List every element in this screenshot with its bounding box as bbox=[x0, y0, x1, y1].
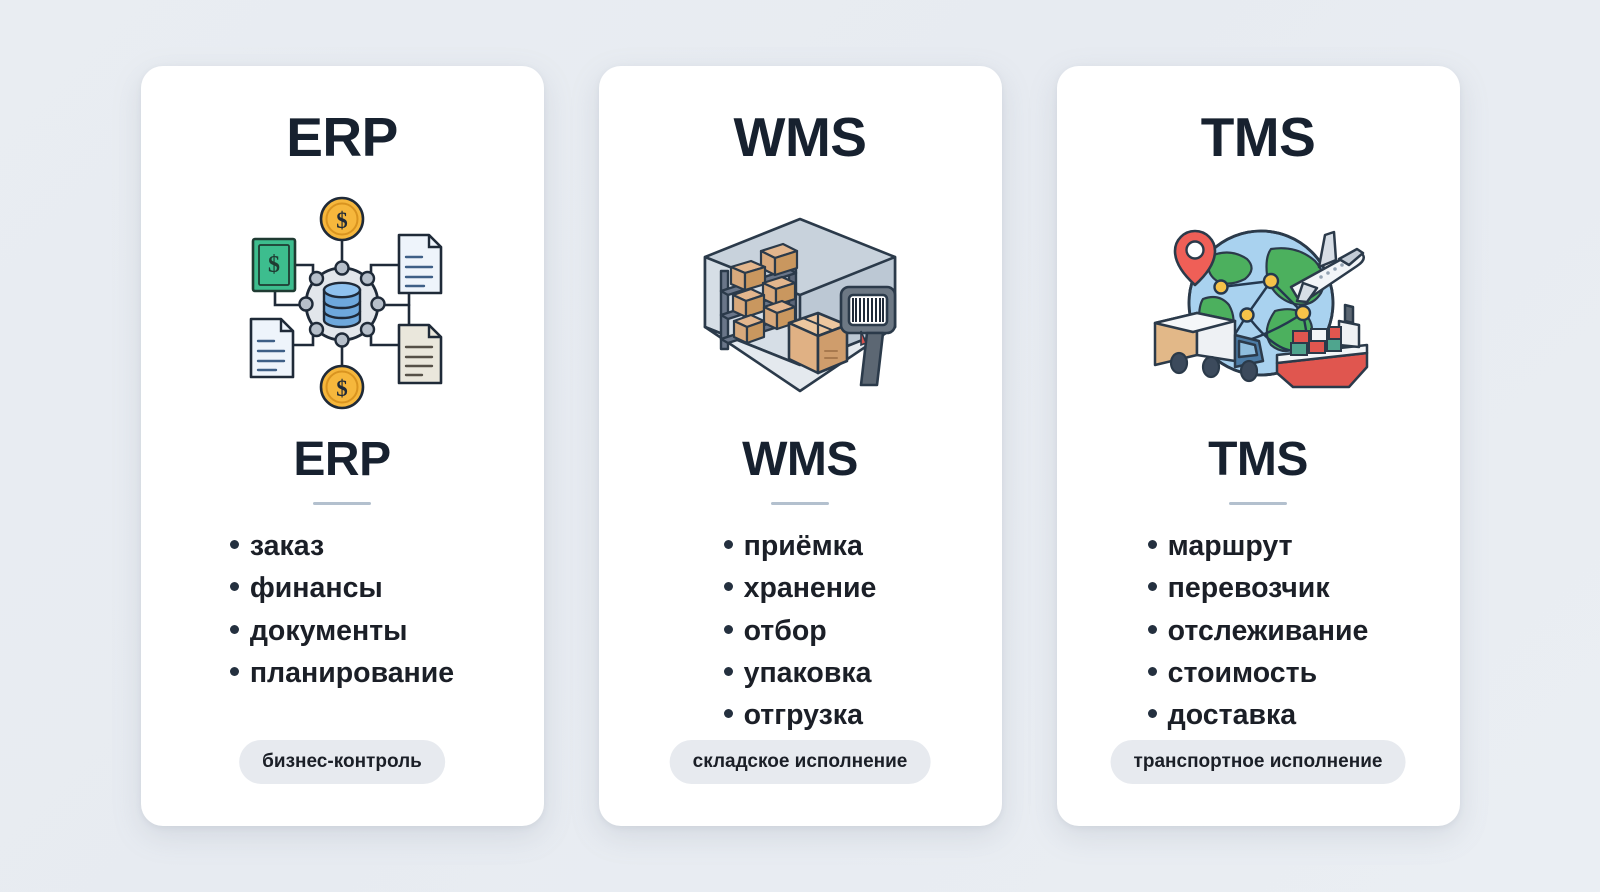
bullet-icon bbox=[723, 582, 733, 592]
bullet-icon bbox=[229, 624, 239, 634]
list-item: стоимость bbox=[1147, 654, 1369, 693]
list-item: планирование bbox=[229, 654, 455, 693]
card-erp[interactable]: ERP bbox=[140, 66, 544, 826]
feature-list-tms: маршрут перевозчик отслеживание стоимост… bbox=[1147, 527, 1369, 736]
status-badge-wms: складское исполнение bbox=[669, 740, 931, 784]
feature-label: упаковка bbox=[743, 656, 872, 689]
card-top-title-erp: ERP bbox=[286, 106, 398, 168]
list-item: доставка bbox=[1147, 696, 1369, 735]
wms-warehouse-scanner-icon bbox=[685, 195, 915, 410]
list-item: отбор bbox=[723, 612, 877, 651]
list-item: хранение bbox=[723, 569, 877, 608]
feature-label: отбор bbox=[743, 614, 827, 647]
list-item: отслеживание bbox=[1147, 612, 1369, 651]
feature-label: отслеживание bbox=[1167, 614, 1369, 647]
bullet-icon bbox=[723, 666, 733, 676]
status-badge-erp: бизнес-контроль bbox=[239, 740, 445, 784]
feature-label: доставка bbox=[1167, 699, 1297, 732]
card-top-title-wms: WMS bbox=[733, 106, 867, 168]
svg-text:$: $ bbox=[336, 376, 348, 401]
bullet-icon bbox=[229, 540, 239, 549]
heading-divider bbox=[1229, 502, 1287, 505]
bullet-icon bbox=[723, 540, 733, 549]
bullet-icon bbox=[1147, 709, 1157, 719]
heading-divider bbox=[313, 502, 371, 505]
feature-label: отгрузка bbox=[743, 699, 863, 732]
svg-text:$: $ bbox=[268, 252, 280, 278]
heading-divider bbox=[771, 502, 829, 505]
card-heading-wms: WMS bbox=[742, 433, 858, 486]
bullet-icon bbox=[723, 709, 733, 719]
list-item: документы bbox=[229, 612, 454, 651]
bullet-icon bbox=[1147, 666, 1157, 676]
feature-label: финансы bbox=[249, 572, 383, 605]
feature-label: документы bbox=[249, 614, 408, 647]
feature-label: маршрут bbox=[1167, 530, 1293, 562]
bullet-icon bbox=[723, 624, 733, 634]
list-item: заказ bbox=[229, 527, 454, 566]
bullet-icon bbox=[229, 666, 239, 676]
list-item: упаковка bbox=[723, 654, 877, 693]
feature-list-wms: приёмка хранение отбор упаковка отгрузка bbox=[723, 527, 877, 736]
erp-database-network-icon: $ $ $ bbox=[227, 195, 457, 410]
tms-globe-transport-icon bbox=[1143, 195, 1373, 410]
feature-label: приёмка bbox=[743, 530, 863, 562]
status-badge-tms: транспортное исполнение bbox=[1110, 740, 1406, 784]
list-item: отгрузка bbox=[723, 696, 877, 735]
bullet-icon bbox=[229, 582, 239, 592]
bullet-icon bbox=[1147, 540, 1157, 549]
list-item: маршрут bbox=[1147, 527, 1369, 566]
bullet-icon bbox=[1147, 582, 1157, 592]
card-heading-erp: ERP bbox=[293, 433, 391, 486]
feature-label: хранение bbox=[743, 572, 877, 605]
list-item: финансы bbox=[229, 569, 454, 608]
svg-text:$: $ bbox=[336, 208, 348, 233]
card-top-title-tms: TMS bbox=[1200, 106, 1316, 168]
feature-list-erp: заказ финансы документы планирование bbox=[229, 527, 455, 693]
list-item: перевозчик bbox=[1147, 569, 1369, 608]
feature-label: планирование bbox=[249, 656, 455, 689]
card-tms[interactable]: TMS bbox=[1056, 66, 1460, 826]
feature-label: заказ bbox=[249, 530, 325, 562]
card-heading-tms: TMS bbox=[1208, 433, 1308, 486]
bullet-icon bbox=[1147, 624, 1157, 634]
card-wms[interactable]: WMS bbox=[598, 66, 1002, 826]
feature-label: стоимость bbox=[1167, 656, 1318, 689]
list-item: приёмка bbox=[723, 527, 877, 566]
feature-label: перевозчик bbox=[1167, 572, 1330, 605]
